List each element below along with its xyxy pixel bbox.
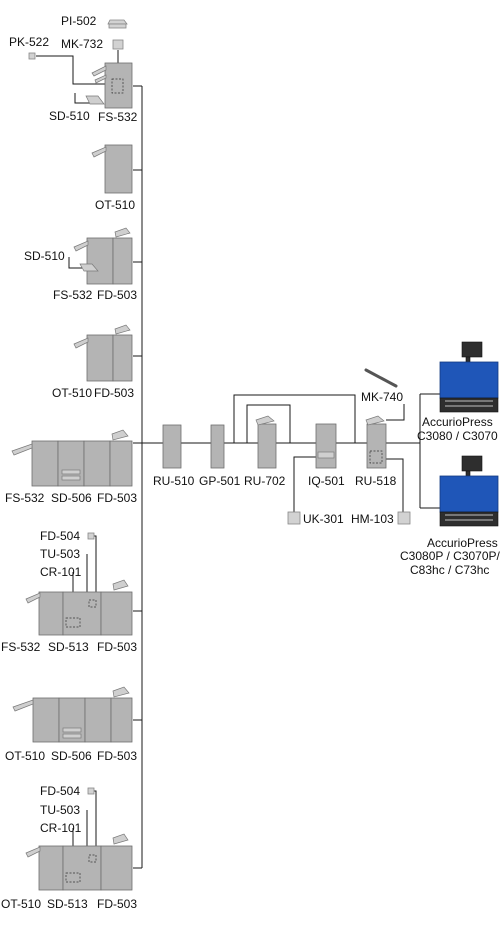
label-sd506-d: SD-506	[51, 491, 92, 505]
label-press1-models: C3080 / C3070	[417, 429, 498, 443]
label-tu503-e: TU-503	[40, 547, 80, 561]
label-fs532-e: FS-532	[1, 640, 41, 654]
label-ot510-c: OT-510	[52, 386, 92, 400]
line-sd510-a	[74, 93, 90, 104]
fd504-unit-a	[87, 532, 95, 540]
label-ot510-a: OT-510	[95, 198, 135, 212]
connector-lines	[36, 22, 440, 876]
label-ru510: RU-510	[153, 474, 195, 488]
label-sd510-b: SD-510	[24, 249, 65, 263]
bypass-loop-inner	[246, 404, 291, 443]
label-hm103: HM-103	[351, 512, 394, 526]
fs532-unit-top	[91, 62, 133, 109]
label-uk301: UK-301	[303, 512, 344, 526]
hm103-unit	[397, 511, 411, 525]
labels: PI-502 PK-522 MK-732 SD-510 FS-532 OT-51…	[1, 14, 500, 911]
line-hm103	[386, 458, 404, 512]
label-fd504-e: FD-504	[40, 529, 80, 543]
fs532-fd503-unit	[73, 227, 133, 285]
label-mk740: MK-740	[361, 390, 403, 404]
ru702-unit	[255, 415, 277, 469]
label-press2-models-1: C3080P / C3070P/	[400, 549, 500, 563]
pi502-unit	[107, 19, 128, 29]
line-pk522	[36, 55, 105, 85]
line-uk301	[293, 456, 320, 512]
fs532-sd506-fd503-unit	[11, 429, 133, 487]
ot510-sd506-fd503-unit	[12, 686, 133, 743]
fd504-unit-b	[87, 787, 95, 795]
label-pi502: PI-502	[61, 14, 97, 28]
fs532-sd513-fd503-unit	[25, 579, 133, 636]
ot510-fd503-unit	[73, 324, 133, 382]
label-ru518: RU-518	[355, 474, 397, 488]
bypass-loop-outer	[233, 394, 356, 443]
label-cr101-e: CR-101	[40, 565, 82, 579]
label-sd513-g: SD-513	[47, 897, 88, 911]
label-ru702: RU-702	[244, 474, 286, 488]
label-sd506-f: SD-506	[51, 749, 92, 763]
iq501-unit	[315, 423, 337, 469]
label-fd503-e: FD-503	[97, 640, 137, 654]
label-fs532-d: FS-532	[5, 491, 45, 505]
label-fs532-b: FS-532	[53, 288, 93, 302]
ot510-sd513-fd503-unit	[25, 833, 133, 891]
label-sd513-e: SD-513	[48, 640, 89, 654]
label-press2-models-2: C83hc / C73hc	[410, 563, 489, 577]
label-ot510-f: OT-510	[5, 749, 45, 763]
label-fd503-b: FD-503	[97, 288, 137, 302]
label-gp501: GP-501	[199, 474, 241, 488]
label-fd503-g: FD-503	[97, 897, 137, 911]
label-mk732: MK-732	[61, 37, 103, 51]
mk732-unit	[112, 39, 124, 50]
sd510-unit-a	[85, 95, 105, 105]
pk522-unit	[28, 52, 36, 60]
label-fd503-f: FD-503	[97, 749, 137, 763]
label-press1-name: AccurioPress	[422, 415, 493, 429]
label-tu503-g: TU-503	[40, 803, 80, 817]
ru518-unit	[365, 415, 387, 469]
label-fd504-g: FD-504	[40, 784, 80, 798]
uk301-unit	[287, 511, 301, 525]
line-mk740	[386, 404, 405, 421]
label-ot510-g: OT-510	[1, 897, 41, 911]
label-fd503-d: FD-503	[97, 491, 137, 505]
label-cr101-g: CR-101	[40, 821, 82, 835]
ot510-unit	[91, 144, 133, 194]
mk740-unit	[364, 368, 398, 388]
label-pk522: PK-522	[9, 35, 49, 49]
accuriopress-c3080p-unit	[439, 455, 499, 527]
label-sd510-a: SD-510	[49, 109, 90, 123]
ru510-unit	[162, 424, 182, 469]
line-sd510-b	[68, 257, 82, 269]
gp501-unit	[210, 424, 225, 469]
label-iq501: IQ-501	[308, 474, 345, 488]
accuriopress-c3080-unit	[439, 341, 499, 413]
label-fs532-a: FS-532	[98, 110, 138, 124]
label-press2-name: AccurioPress	[427, 536, 498, 550]
label-fd503-c: FD-503	[94, 386, 134, 400]
